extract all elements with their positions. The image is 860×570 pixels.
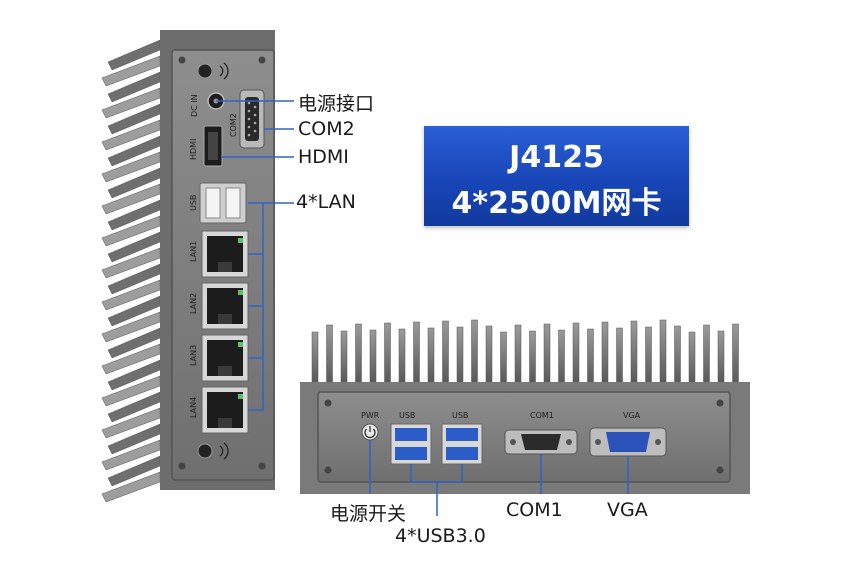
usb3-port-pair-icon bbox=[441, 423, 483, 465]
side-label-com2: COM2 bbox=[229, 113, 238, 137]
side-label-hdmi: HDMI bbox=[189, 139, 198, 160]
lan-port-icon bbox=[201, 282, 249, 330]
screw-icon bbox=[716, 466, 724, 474]
nic-spec: 4*2500M网卡 bbox=[451, 186, 662, 221]
side-label-lan4: LAN4 bbox=[189, 397, 198, 418]
side-heatsink-fins bbox=[101, 39, 161, 503]
callout-com1: COM1 bbox=[506, 499, 563, 521]
cpu-model: J4125 bbox=[509, 140, 604, 175]
callout-vga: VGA bbox=[607, 499, 648, 521]
front-unit: PWR USB USB COM1 VGA bbox=[300, 319, 750, 494]
callout-power-switch: 电源开关 bbox=[330, 503, 407, 525]
com1-port-icon bbox=[504, 429, 578, 455]
front-heatsink-fins bbox=[311, 319, 739, 383]
callout-leader-lines bbox=[216, 100, 629, 516]
front-label-usb-b: USB bbox=[452, 411, 468, 420]
screw-icon bbox=[324, 466, 332, 474]
spec-badge: J4125 4*2500M网卡 bbox=[424, 126, 689, 226]
vga-port-icon bbox=[589, 427, 667, 457]
callout-lan: 4*LAN bbox=[296, 191, 356, 213]
callout-hdmi: HDMI bbox=[298, 146, 349, 168]
callout-usb: 4*USB3.0 bbox=[395, 525, 486, 547]
screw-icon bbox=[178, 462, 186, 470]
screw-icon bbox=[258, 462, 266, 470]
side-label-usb: USB bbox=[189, 195, 198, 211]
lan-ports bbox=[201, 230, 249, 434]
front-label-pwr: PWR bbox=[361, 411, 380, 420]
callout-dc-in: 电源接口 bbox=[298, 93, 375, 115]
side-label-lan2: LAN2 bbox=[189, 293, 198, 314]
screw-icon bbox=[324, 399, 332, 407]
side-label-dc-in: DC IN bbox=[190, 94, 199, 117]
lan-port-icon bbox=[201, 386, 249, 434]
side-label-lan3: LAN3 bbox=[189, 345, 198, 366]
front-label-vga: VGA bbox=[623, 411, 641, 420]
front-label-usb-a: USB bbox=[399, 411, 415, 420]
screw-icon bbox=[716, 399, 724, 407]
antenna-port-icon bbox=[197, 63, 213, 79]
lan-port-icon bbox=[201, 230, 249, 278]
callout-com2: COM2 bbox=[298, 118, 355, 140]
front-label-com1: COM1 bbox=[530, 411, 554, 420]
screw-icon bbox=[178, 56, 186, 64]
usb3-port-pair-icon bbox=[390, 423, 432, 465]
lan-port-icon bbox=[201, 334, 249, 382]
screw-icon bbox=[258, 56, 266, 64]
side-label-lan1: LAN1 bbox=[189, 241, 198, 262]
antenna-port-icon bbox=[197, 443, 213, 459]
